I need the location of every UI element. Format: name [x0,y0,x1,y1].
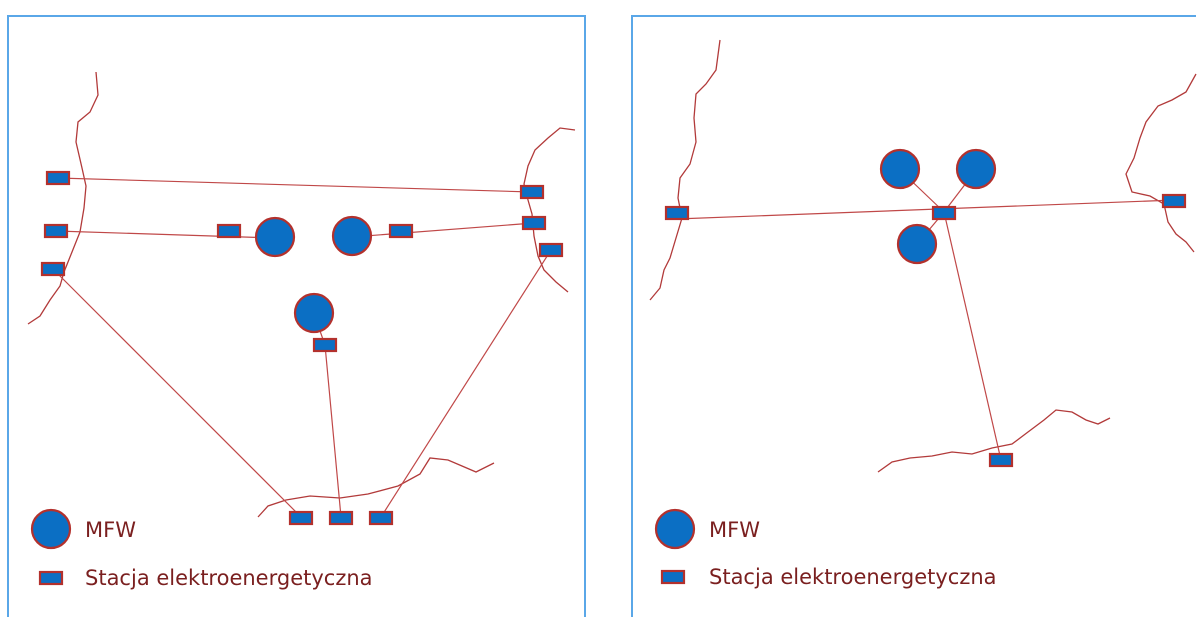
substation-symbol [43,223,69,239]
legend: MFW Stacja elektroenergetyczna [654,508,997,589]
wind-farm-symbol [293,292,335,334]
legend-station-label: Stacja elektroenergetyczna [85,566,373,590]
panel-frame [7,15,586,617]
substation-symbol [931,205,957,221]
diagram-right: MFW Stacja elektroenergetyczna [631,15,1197,617]
connections [52,177,552,518]
wind-farms [879,148,997,265]
substation-symbol [45,170,71,186]
coastline-south [257,457,495,518]
wind-farm-symbol [896,223,938,265]
substation-symbol [988,452,1014,468]
substation-symbol [288,510,314,526]
substation-symbol [328,510,354,526]
panel-left: MFW Stacja elektroenergetyczna [0,0,590,617]
wind-farm-symbol [955,148,997,190]
coastline-east [523,127,576,293]
substation-symbol [519,184,545,200]
wind-farm-symbol [879,148,921,190]
connection-line [380,249,552,518]
connection-line [675,199,1176,220]
legend-station-symbol [660,569,686,585]
substation-symbol [40,261,66,277]
legend-farm-symbol [30,508,72,550]
diagram-left: MFW Stacja elektroenergetyczna [7,15,586,617]
wind-farms [254,215,373,334]
connection-line [57,177,533,193]
connection-line [351,222,535,238]
substation-symbol [368,510,394,526]
coastline-west [27,71,99,325]
substation-symbol [312,337,338,353]
substation-symbol [1161,193,1187,209]
legend-farm-label: MFW [709,518,760,542]
connection-line [324,344,342,518]
substation-symbol [521,215,547,231]
legend-station-symbol [38,570,64,586]
legend-farm-symbol [654,508,696,550]
connection-line [55,230,276,239]
legend: MFW Stacja elektroenergetyczna [30,508,373,590]
panel-right: MFW Stacja elektroenergetyczna [620,0,1198,617]
substation-symbol [216,223,242,239]
wind-farm-symbol [254,216,296,258]
wind-farm-symbol [331,215,373,257]
coastline-east [1125,73,1197,253]
coastline-south [877,409,1111,473]
legend-station-label: Stacja elektroenergetyczna [709,565,997,589]
substations [664,193,1187,468]
coastlines [27,71,576,518]
legend-farm-label: MFW [85,518,136,542]
connections [675,169,1176,461]
substation-symbol [388,223,414,239]
connection-line [52,268,302,518]
coastline-west [649,39,721,301]
coastlines [649,39,1197,473]
connection-line [943,211,1002,461]
substations [40,170,564,526]
substation-symbol [538,242,564,258]
panel-frame [631,15,1196,617]
substation-symbol [664,205,690,221]
